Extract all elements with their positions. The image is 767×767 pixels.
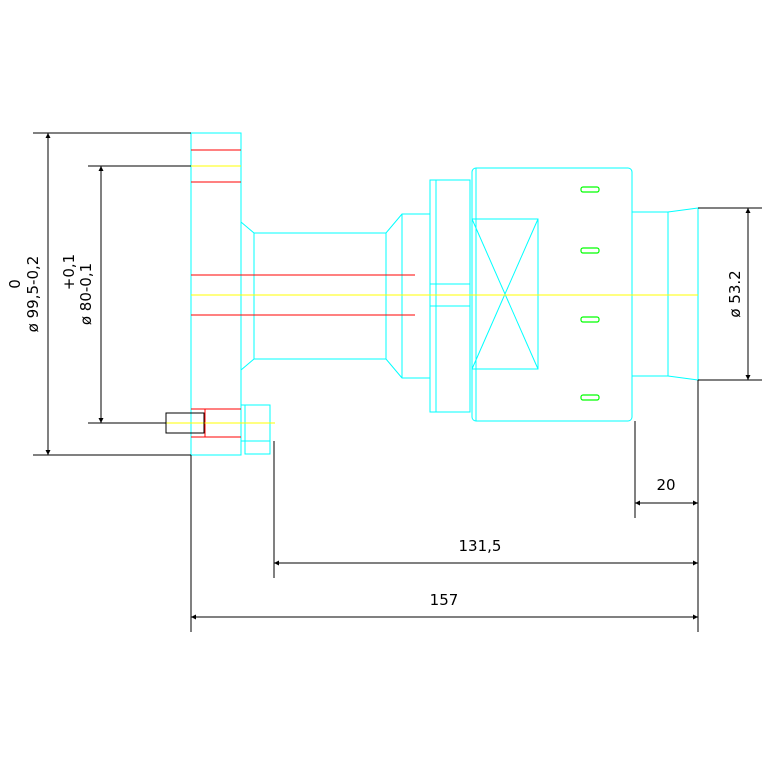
hidden-lines bbox=[191, 149, 415, 438]
part-outline bbox=[190, 132, 699, 456]
dimension-arrows bbox=[45, 133, 751, 620]
pilot-diameter-label: ø 80-0,1 bbox=[77, 263, 95, 325]
bolt-boss bbox=[244, 404, 271, 455]
window-frame bbox=[471, 218, 539, 370]
end-diameter-label: ø 53.2 bbox=[726, 270, 744, 317]
pilot-diameter-upper-tol: +0,1 bbox=[60, 254, 78, 290]
hex-collar bbox=[429, 179, 471, 413]
end-length-label: 20 bbox=[656, 476, 675, 494]
end-cap-lower bbox=[632, 375, 699, 381]
overall-length-label: 157 bbox=[430, 591, 459, 609]
end-cap-upper bbox=[632, 207, 699, 213]
flange-diameter-upper-tol: 0 bbox=[6, 279, 24, 289]
flange-body bbox=[190, 132, 242, 456]
slot-marks bbox=[580, 186, 600, 401]
dimension-lines bbox=[33, 132, 762, 632]
bolt-to-end-label: 131,5 bbox=[459, 537, 502, 555]
center-lines bbox=[165, 165, 698, 424]
flange-diameter-label: ø 99,5-0,2 bbox=[24, 256, 42, 333]
